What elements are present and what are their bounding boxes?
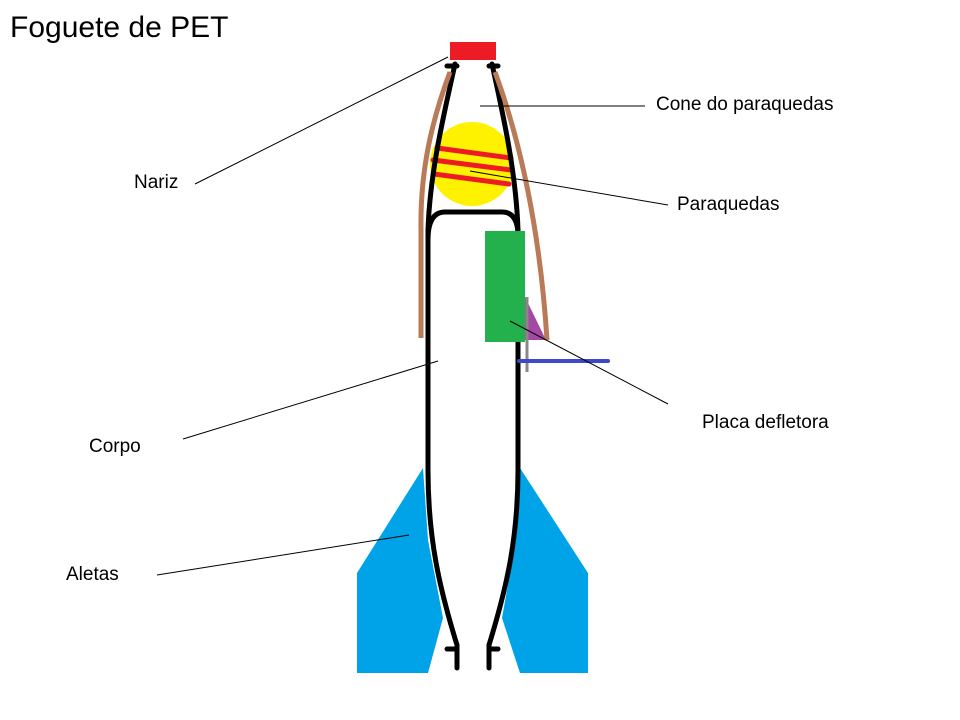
parachute-stripes (430, 145, 514, 187)
nose-cap (450, 42, 496, 60)
leader-lines (156, 56, 669, 576)
label-cone: Cone do paraquedas (656, 94, 834, 115)
parachute-cone (418, 71, 550, 341)
deflector-plate (485, 231, 525, 342)
label-nariz: Nariz (134, 172, 179, 193)
label-placa: Placa defletora (702, 412, 829, 433)
label-corpo: Corpo (89, 436, 141, 457)
label-aletas: Aletas (66, 564, 119, 585)
label-paraquedas: Paraquedas (677, 194, 780, 215)
left-fin (357, 468, 443, 673)
bottle-body (425, 61, 521, 671)
diagram-title: Foguete de PET (10, 11, 229, 44)
right-fin (502, 468, 588, 673)
deflector-triangle (525, 297, 546, 340)
